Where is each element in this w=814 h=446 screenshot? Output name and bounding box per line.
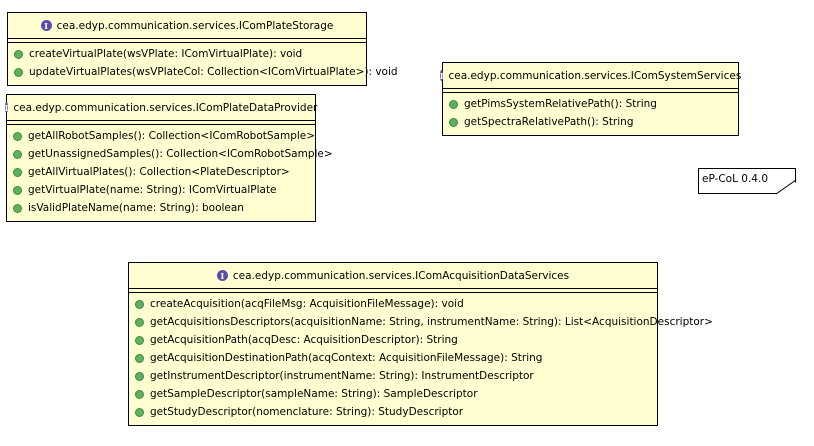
operation[interactable]: createVirtualPlate(wsVPlate: IComVirtual… (8, 45, 366, 63)
operation-signature: getUnassignedSamples(): Collection<IComR… (28, 148, 333, 160)
note-fold (776, 180, 797, 195)
public-method-icon (135, 317, 144, 327)
public-method-icon (13, 185, 22, 195)
operation-signature: isValidPlateName(name: String): boolean (28, 202, 244, 214)
operation-signature: getAllRobotSamples(): Collection<IComRob… (28, 130, 316, 142)
public-method-icon (13, 149, 22, 159)
divider (129, 289, 657, 293)
operations-list: createVirtualPlate(wsVPlate: IComVirtual… (8, 43, 398, 85)
class-name: cea.edyp.communication.services.IComAcqu… (232, 269, 570, 282)
operation-signature: getAcquisitionPath(acqDesc: AcquisitionD… (150, 334, 458, 346)
operation[interactable]: getInstrumentDescriptor(instrumentName: … (129, 367, 657, 385)
public-method-icon (13, 167, 22, 177)
note-text: eP-CoL 0.4.0 (702, 173, 769, 185)
class-name: cea.edyp.communication.services.IComPlat… (56, 19, 334, 32)
divider (8, 39, 366, 43)
operation-signature: getPimsSystemRelativePath(): String (464, 98, 657, 110)
operation-signature: getStudyDescriptor(nomenclature: String)… (150, 406, 464, 418)
operation[interactable]: getAcquisitionDestinationPath(acqContext… (129, 349, 657, 367)
operation[interactable]: getVirtualPlate(name: String): IComVirtu… (7, 181, 315, 199)
public-method-icon (14, 67, 23, 77)
operation[interactable]: createAcquisition(acqFileMsg: Acquisitio… (129, 295, 657, 313)
operation[interactable]: getSpectraRelativePath(): String (443, 113, 738, 131)
divider (7, 121, 315, 125)
operation-signature: getAcquisitionDestinationPath(acqContext… (150, 352, 543, 364)
interface-icon: I (40, 20, 52, 31)
operation[interactable]: getUnassignedSamples(): Collection<IComR… (7, 145, 333, 163)
operation-signature: getInstrumentDescriptor(instrumentName: … (150, 370, 534, 382)
public-method-icon (135, 299, 144, 309)
public-method-icon (13, 131, 22, 141)
public-method-icon (449, 117, 458, 127)
public-method-icon (135, 389, 144, 399)
divider (443, 89, 738, 93)
public-method-icon (449, 99, 458, 109)
operation[interactable]: getAcquisitionsDescriptors(acquisitionNa… (129, 313, 713, 331)
operation-signature: getAllVirtualPlates(): Collection<PlateD… (28, 166, 290, 178)
version-note[interactable]: eP-CoL 0.4.0 (698, 168, 796, 194)
operation[interactable]: getAcquisitionPath(acqDesc: AcquisitionD… (129, 331, 657, 349)
operation[interactable]: getStudyDescriptor(nomenclature: String)… (129, 403, 657, 421)
operation-signature: getSampleDescriptor(sampleName: String):… (150, 388, 478, 400)
operations-list: getAllRobotSamples(): Collection<IComRob… (7, 125, 333, 221)
public-method-icon (135, 407, 144, 417)
operation-signature: getVirtualPlate(name: String): IComVirtu… (28, 184, 277, 196)
operation-signature: createVirtualPlate(wsVPlate: IComVirtual… (29, 48, 303, 60)
operation-signature: createAcquisition(acqFileMsg: Acquisitio… (150, 298, 464, 310)
operation-signature: getSpectraRelativePath(): String (464, 116, 634, 128)
class-name: cea.edyp.communication.services.IComSyst… (448, 69, 742, 82)
public-method-icon (13, 203, 22, 213)
operation[interactable]: getSampleDescriptor(sampleName: String):… (129, 385, 657, 403)
operation[interactable]: getAllVirtualPlates(): Collection<PlateD… (7, 163, 315, 181)
class-name: cea.edyp.communication.services.IComPlat… (13, 101, 318, 114)
operation[interactable]: isValidPlateName(name: String): boolean (7, 199, 315, 217)
operations-list: createAcquisition(acqFileMsg: Acquisitio… (129, 293, 713, 425)
interface-icon: I (4, 102, 9, 113)
public-method-icon (14, 49, 23, 59)
interface-icon: I (439, 70, 444, 81)
public-method-icon (135, 335, 144, 345)
operation[interactable]: getAllRobotSamples(): Collection<IComRob… (7, 127, 315, 145)
public-method-icon (135, 371, 144, 381)
operation-signature: getAcquisitionsDescriptors(acquisitionNa… (150, 316, 713, 328)
operation[interactable]: updateVirtualPlates(wsVPlateCol: Collect… (8, 63, 398, 81)
public-method-icon (135, 353, 144, 363)
operation[interactable]: getPimsSystemRelativePath(): String (443, 95, 738, 113)
operations-list: getPimsSystemRelativePath(): String getSp… (443, 93, 738, 135)
interface-icon: I (216, 270, 228, 281)
operation-signature: updateVirtualPlates(wsVPlateCol: Collect… (29, 66, 398, 78)
